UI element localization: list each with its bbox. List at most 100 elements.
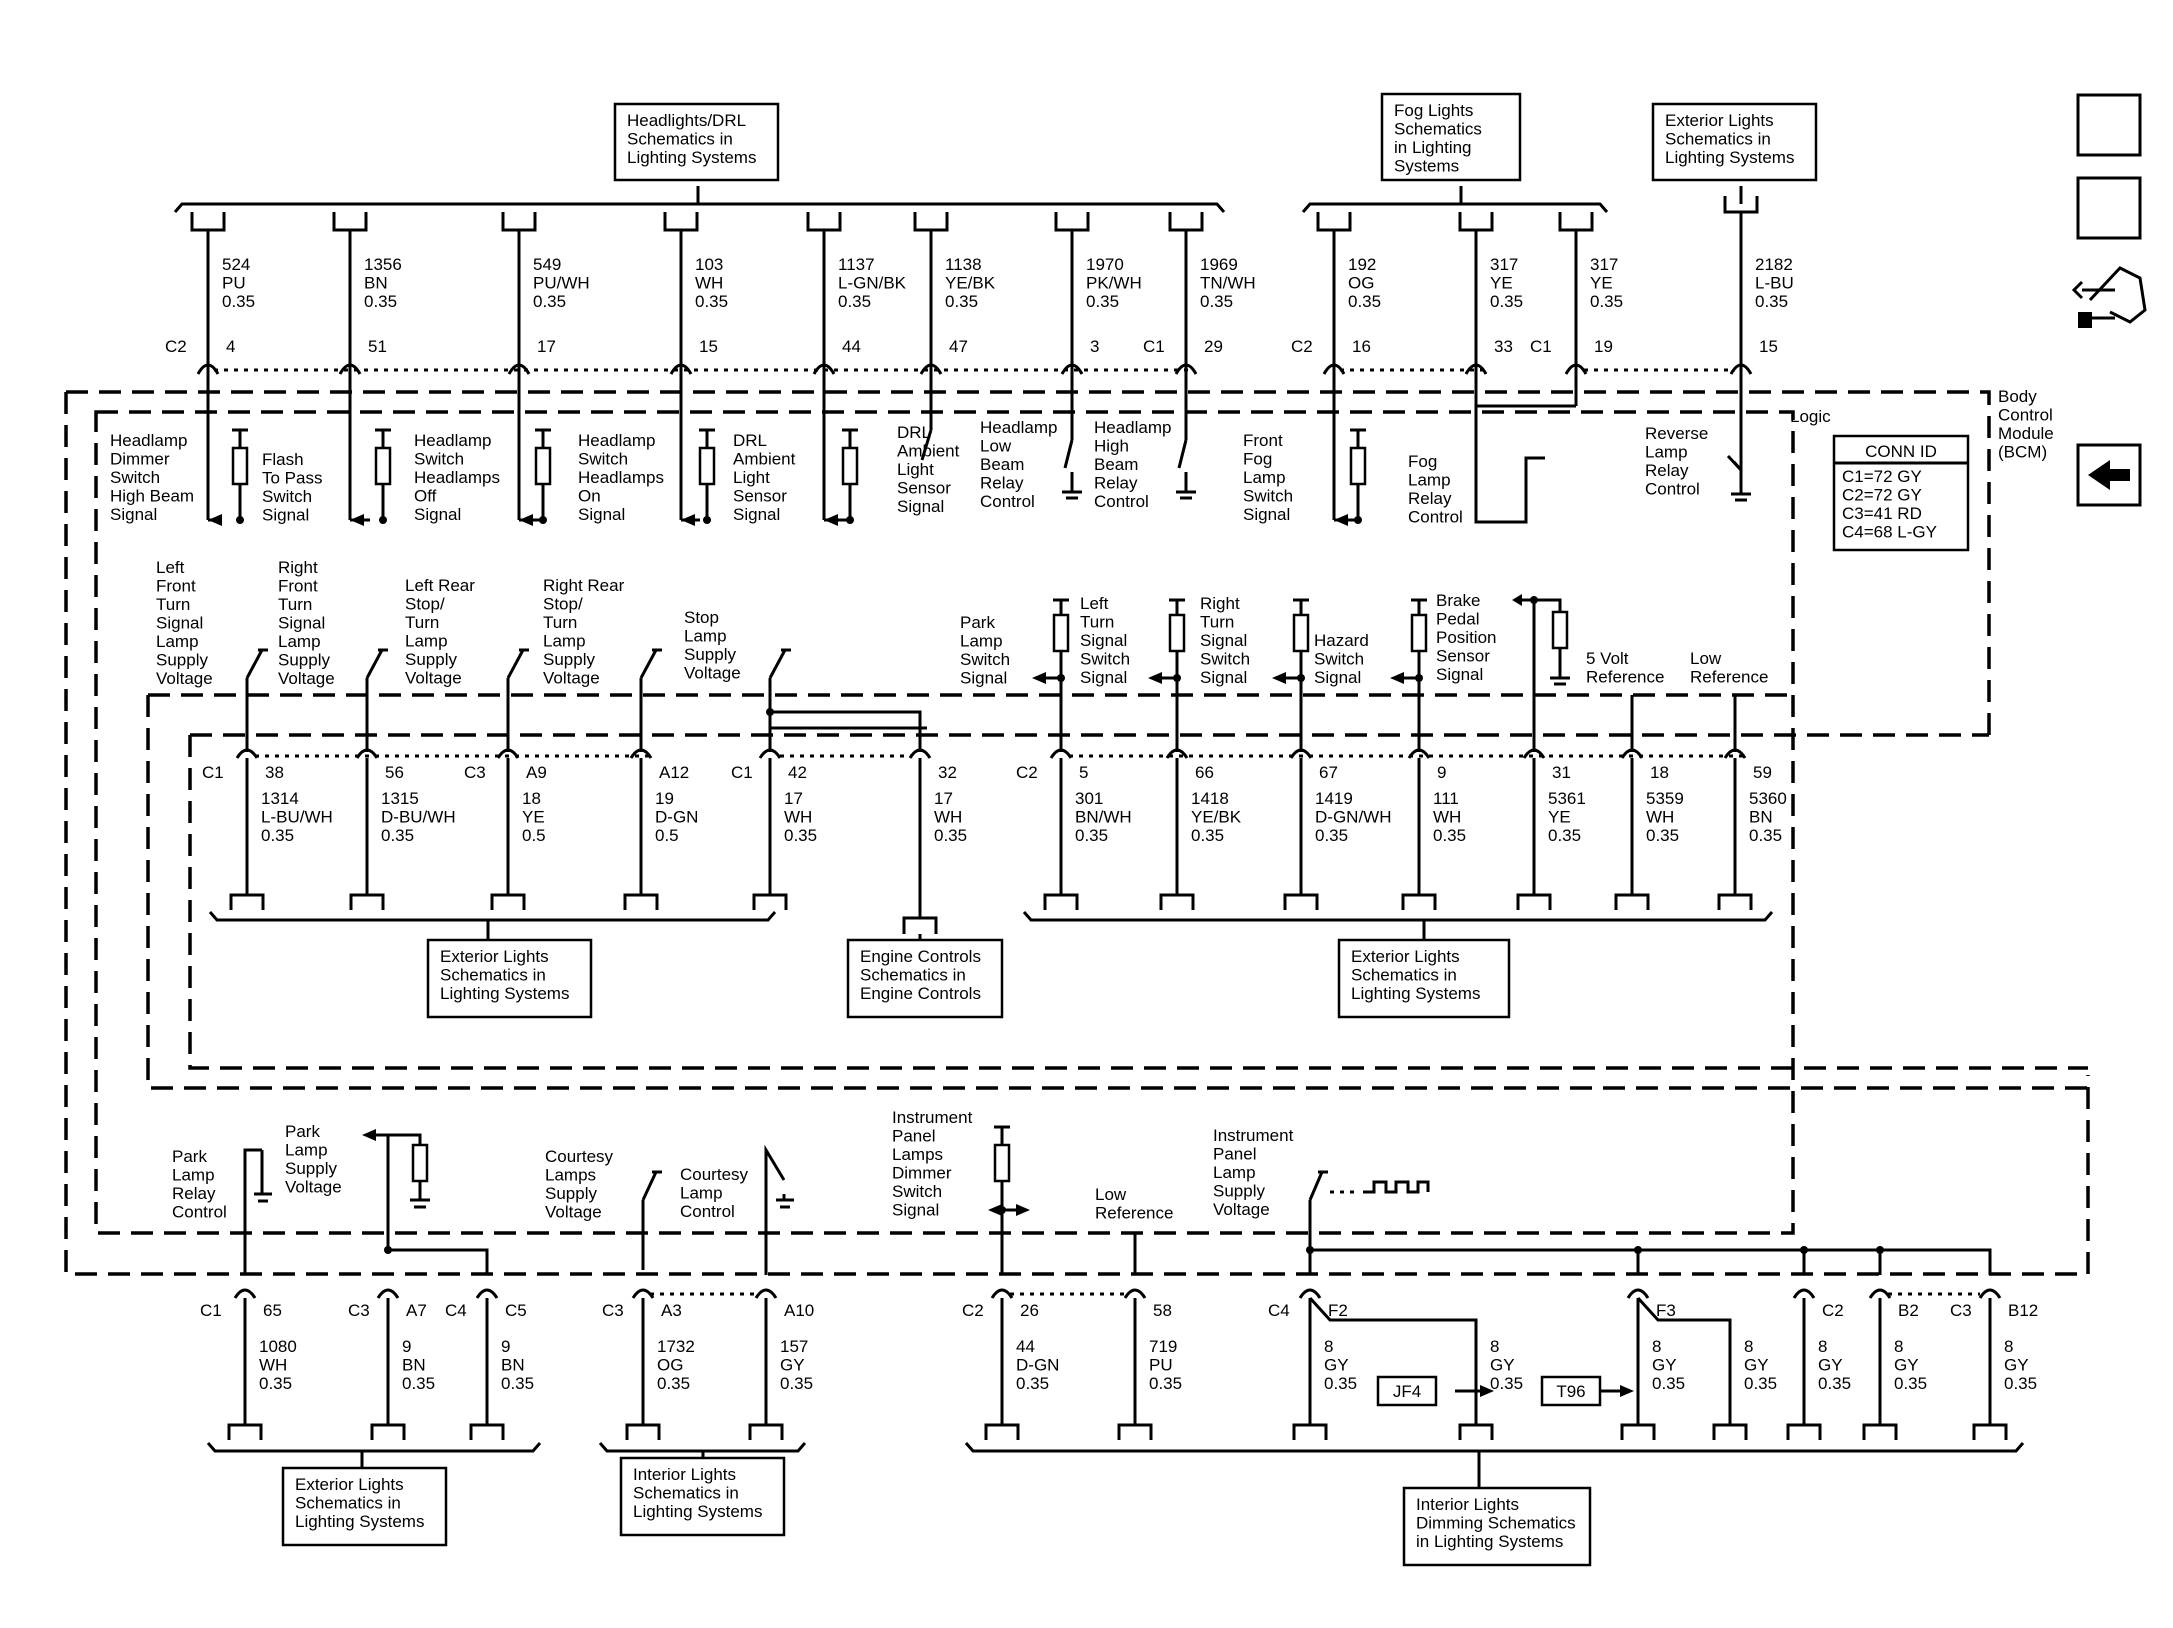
module-signal-label: Relay [980, 474, 1024, 493]
side-navigation[interactable] [2071, 93, 2147, 507]
pin-number: 44 [842, 337, 861, 356]
wire-spec: 111 [1433, 789, 1459, 808]
wire-spec: 0.35 [1652, 1374, 1685, 1393]
wire-spec: 8 [1744, 1337, 1753, 1356]
module-signal-label: Panel [1213, 1145, 1256, 1164]
module-signal-label: Sensor [1436, 647, 1490, 666]
module-signal-label: Voltage [1213, 1200, 1270, 1219]
wire-spec: BN [364, 274, 388, 293]
wire-spec: 0.35 [1490, 1374, 1523, 1393]
module-signal-label: Pedal [1436, 610, 1479, 629]
reference-box[interactable] [619, 1456, 786, 1537]
wire-spec: 524 [222, 255, 250, 274]
splice-label: T96 [1556, 1382, 1585, 1401]
connector-id: C2 [1016, 763, 1038, 782]
module-signal-label: Voltage [684, 664, 741, 683]
module-signal-label: Supply [156, 651, 208, 670]
module-signal-label: Control [680, 1202, 735, 1221]
reference-box[interactable] [281, 1466, 448, 1547]
module-signal-label: Stop/ [543, 595, 583, 614]
wire-spec: 0.35 [1315, 826, 1348, 845]
module-signal-label: Control [1094, 492, 1149, 511]
wire-spec: 44 [1016, 1337, 1035, 1356]
top-harness-brackets [173, 186, 1743, 213]
reference-box[interactable] [426, 938, 593, 1019]
module-signal-label: Switch [262, 487, 312, 506]
module-signal-label: Lamp [1645, 443, 1688, 462]
wire-spec: 0.35 [533, 292, 566, 311]
wire-spec: 5360 [1749, 789, 1787, 808]
pin-number: 42 [788, 763, 807, 782]
splice-box[interactable] [1376, 1375, 1438, 1407]
pin-number: 38 [265, 763, 284, 782]
wire-spec: L-GN/BK [838, 274, 907, 293]
wire-spec: YE [1590, 274, 1613, 293]
wire-spec: 1137 [838, 255, 875, 274]
wire-spec: OG [657, 1356, 683, 1375]
module-signal-label: Reference [1586, 668, 1664, 687]
connector-id: C3 [602, 1301, 624, 1320]
module-signal-label: Headlamp [110, 431, 188, 450]
module-signal-label: Light [733, 468, 770, 487]
module-signal-label: Voltage [285, 1178, 342, 1197]
module-signal-label: Lamp [1243, 468, 1286, 487]
wire-spec: L-BU/WH [261, 808, 333, 827]
reference-box[interactable] [1337, 938, 1511, 1019]
pin-number: 9 [1437, 763, 1446, 782]
reference-box[interactable] [613, 102, 780, 182]
connector-end-view-icon[interactable] [2071, 266, 2147, 328]
pin-number: A10 [784, 1301, 814, 1320]
pin-number: 5 [1079, 763, 1088, 782]
module-signal-label: Park [172, 1147, 207, 1166]
module-signal-label: Switch [578, 450, 628, 469]
reference-box[interactable] [846, 938, 1004, 1019]
wire-spec: 8 [1818, 1337, 1827, 1356]
wire-spec: 0.35 [1075, 826, 1108, 845]
wire-spec: 0.35 [402, 1374, 435, 1393]
connector-id: C2 [165, 337, 187, 356]
module-signal-label: Right [1200, 594, 1240, 613]
wire-spec: L-BU [1755, 274, 1794, 293]
pin-number: 33 [1494, 337, 1513, 356]
module-signal-label: Light [897, 460, 934, 479]
back-arrow-icon [2088, 460, 2130, 490]
module-name: Body [1998, 387, 2037, 406]
module-signal-label: Lamp [156, 632, 199, 651]
module-signal-label: Switch [960, 650, 1010, 669]
reference-box[interactable] [1402, 1486, 1592, 1567]
module-signal-label: Signal [733, 505, 780, 524]
module-signal-label: Courtesy [545, 1147, 614, 1166]
pin-number: A9 [526, 763, 547, 782]
logic-label: Logic [1790, 407, 1831, 426]
reference-box-text: Interior Lights [633, 1465, 736, 1484]
module-signal-label: Lamp [278, 632, 321, 651]
module-signal-label: Lamp [543, 632, 586, 651]
wire-spec: 1314 [261, 789, 299, 808]
module-signal-label: Dimmer [892, 1164, 952, 1183]
module-signal-label: Supply [545, 1184, 597, 1203]
pin-number: 51 [368, 337, 387, 356]
wire-spec: WH [259, 1356, 287, 1375]
module-signal-label: Control [1408, 508, 1463, 527]
module-signal-label: Relay [1094, 474, 1138, 493]
loc-button[interactable] [2076, 93, 2142, 157]
module-signal-label: Signal [897, 497, 944, 516]
reference-box[interactable] [1380, 92, 1522, 182]
module-signal-label: Supply [1213, 1182, 1265, 1201]
module-signal-label: Control [980, 492, 1035, 511]
wire-spec: 8 [1652, 1337, 1661, 1356]
wire-spec: 0.35 [1433, 826, 1466, 845]
connector-id: C2 [962, 1301, 984, 1320]
module-signal-label: Off [414, 487, 437, 506]
desc-button[interactable] [2076, 176, 2142, 240]
module-signal-label: Stop [684, 608, 719, 627]
splice-box[interactable] [1540, 1375, 1602, 1407]
wire-spec: TN/WH [1200, 274, 1256, 293]
wire-spec: 0.35 [657, 1374, 690, 1393]
pin-number: 58 [1153, 1301, 1172, 1320]
pin-number: 18 [1650, 763, 1669, 782]
module-signal-label: Signal [1080, 668, 1127, 687]
reference-box-text: Engine Controls [860, 947, 981, 966]
module-signal-label: Switch [1314, 650, 1364, 669]
reference-box[interactable] [1651, 102, 1818, 182]
